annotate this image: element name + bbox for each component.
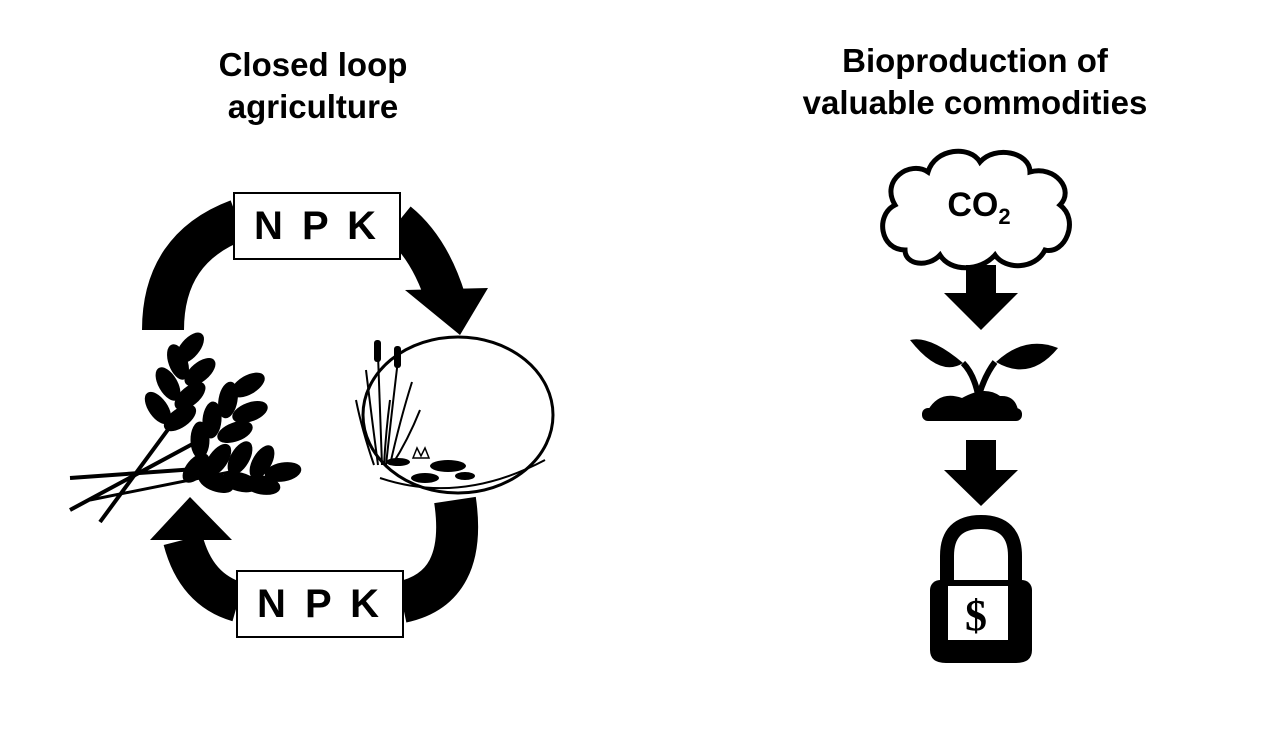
arrow-down-icon — [944, 440, 1018, 506]
bioproduction-title: Bioproduction of valuable commodities — [760, 40, 1190, 124]
cycle-arrow-top-icon — [142, 200, 488, 335]
padlock-icon — [930, 514, 1032, 663]
closed-loop-title-line1: Closed loop — [218, 46, 408, 83]
wheat-icon — [69, 332, 302, 524]
pond-icon — [355, 335, 555, 495]
sprout-icon — [910, 339, 1058, 421]
cycle-arrow-bottom-icon — [150, 496, 479, 623]
co2-label: CO2 — [924, 186, 1034, 230]
co2-label-main: CO — [947, 186, 999, 224]
dollar-sign: $ — [965, 591, 987, 640]
closed-loop-title-line2: agriculture — [227, 88, 399, 125]
npk-label-top: N P K — [233, 192, 401, 260]
arrow-down-icon — [944, 265, 1018, 330]
co2-label-subscript: 2 — [998, 204, 1011, 229]
bioproduction-title-line2: valuable commodities — [802, 84, 1148, 121]
closed-loop-title: Closed loop agriculture — [163, 44, 463, 128]
npk-label-bottom: N P K — [236, 570, 404, 638]
bioproduction-title-line1: Bioproduction of — [842, 42, 1108, 79]
